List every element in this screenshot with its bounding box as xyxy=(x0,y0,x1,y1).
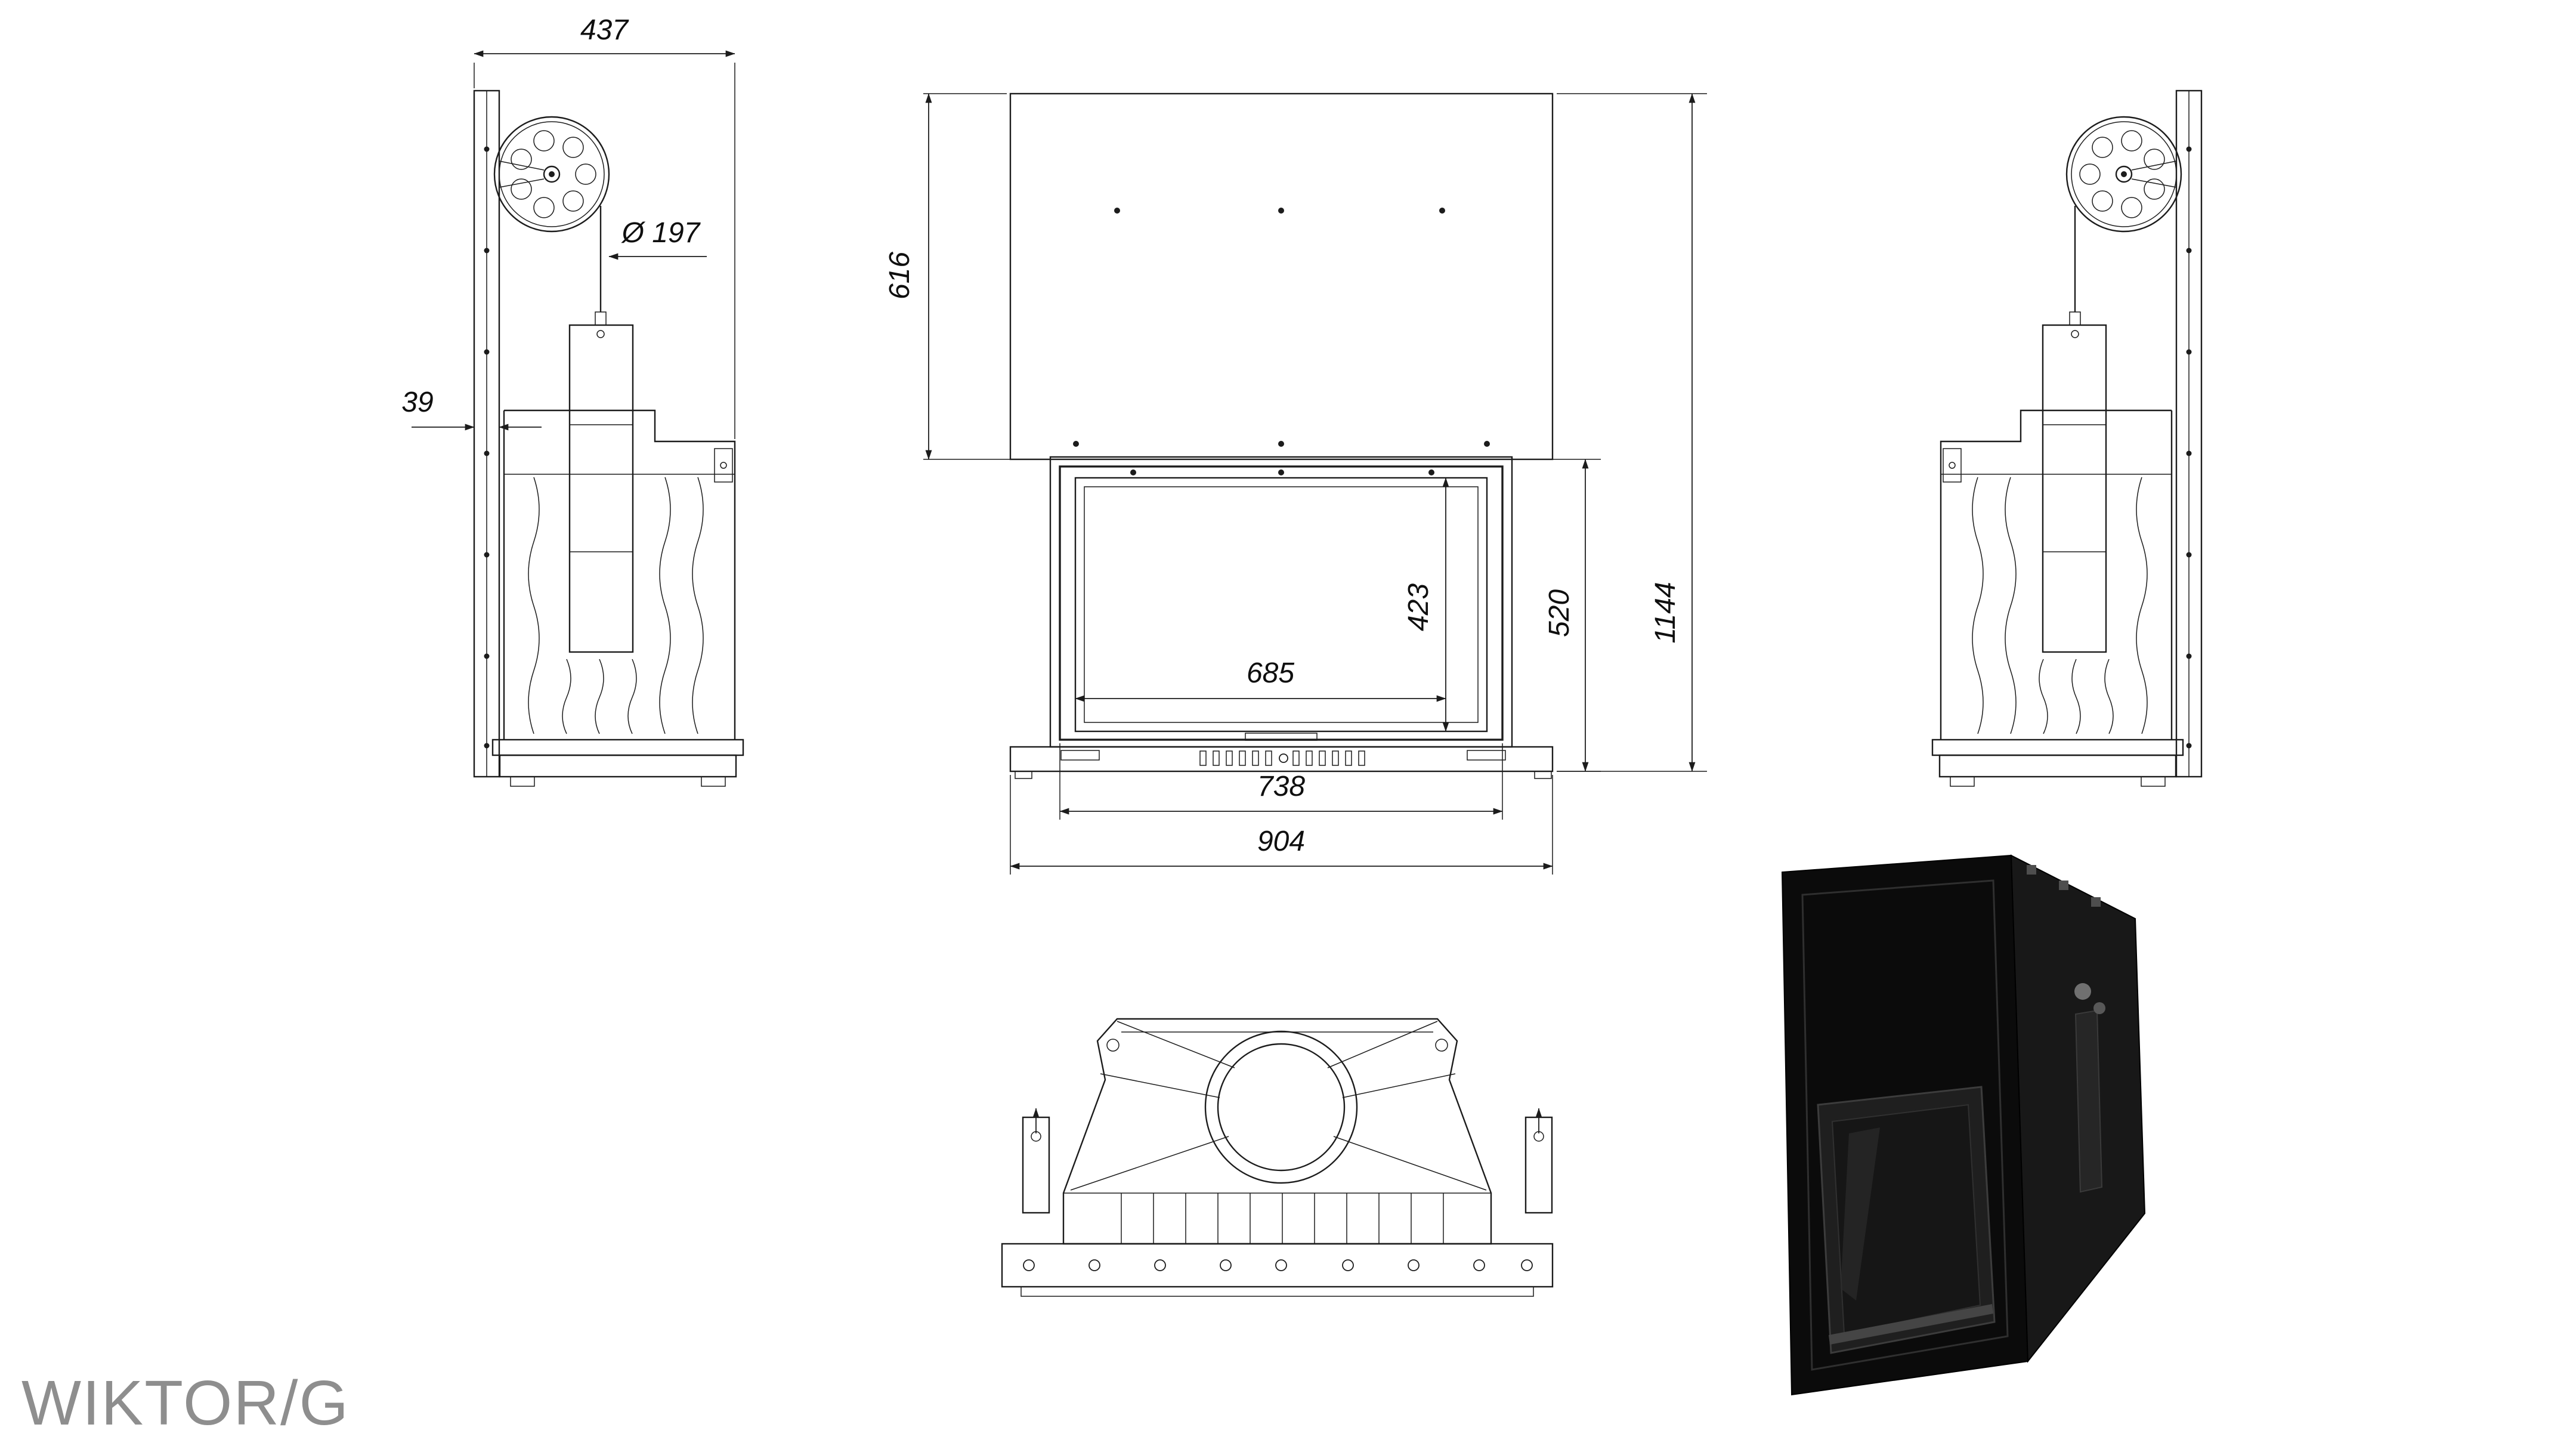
dimension-total-width-904: 904 xyxy=(1010,775,1553,875)
door-frame xyxy=(1049,456,1513,748)
dim-label-glass-width: 685 xyxy=(1247,657,1294,689)
left-side-view: 437 Ø 197 39 xyxy=(401,14,744,787)
dimension-pulley-diameter: Ø 197 xyxy=(608,217,707,260)
render-pulley-detail-small xyxy=(2093,1002,2105,1014)
door-handle xyxy=(1245,733,1318,741)
top-view xyxy=(1001,1018,1554,1297)
base-flange xyxy=(1001,1243,1554,1297)
right-side-view xyxy=(1931,89,2203,787)
dim-label-offset: 39 xyxy=(401,387,433,418)
dim-label-door-width: 738 xyxy=(1257,771,1305,802)
render-flange-inner xyxy=(1801,879,2009,1371)
iso-render xyxy=(1781,854,2146,1396)
dimension-total-height-1144: 1144 xyxy=(1557,93,1707,772)
dimension-door-width-738: 738 xyxy=(1059,743,1503,820)
product-title: WIKTOR/G xyxy=(21,1368,350,1438)
air-grille xyxy=(1199,750,1365,766)
dim-label-depth: 437 xyxy=(580,14,629,46)
front-view: 616 423 520 1144 685 738 xyxy=(884,92,1707,875)
render-pulley-detail xyxy=(2074,983,2091,1000)
dim-label-hood-height: 616 xyxy=(884,252,916,299)
render-lift-channel xyxy=(2074,1009,2103,1193)
base-strip xyxy=(1009,746,1554,779)
dim-label-total-height: 1144 xyxy=(1650,582,1681,643)
hood-panel xyxy=(1009,92,1554,461)
dimension-firebox-height-520: 520 xyxy=(1515,459,1601,772)
dim-label-total-width: 904 xyxy=(1257,826,1305,857)
dim-label-pulley: Ø 197 xyxy=(621,217,701,249)
render-glass-reflection xyxy=(1841,1127,1880,1300)
latch-bracket-right xyxy=(1524,1108,1553,1214)
render-stud xyxy=(2059,880,2068,890)
dimension-depth-437: 437 xyxy=(474,14,735,439)
render-stud xyxy=(2027,865,2036,875)
dimension-frame-offset-39: 39 xyxy=(401,387,542,431)
dimension-glass-height-423: 423 xyxy=(1403,477,1449,732)
dim-label-glass-height: 423 xyxy=(1403,583,1434,631)
latch-bracket-left xyxy=(1022,1108,1050,1214)
dimension-glass-width-685: 685 xyxy=(1075,657,1446,702)
render-stud xyxy=(2091,897,2101,907)
flue-outlet xyxy=(1204,1030,1358,1184)
casting-outline xyxy=(1062,1018,1492,1245)
render-handle-bar xyxy=(1829,1304,1993,1345)
dimension-hood-height-616: 616 xyxy=(884,93,1047,460)
dim-label-firebox-height: 520 xyxy=(1544,589,1575,637)
